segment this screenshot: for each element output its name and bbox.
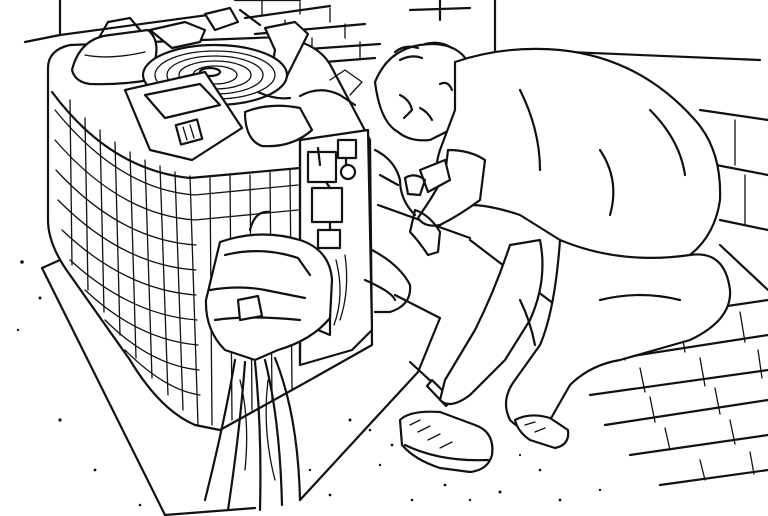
- ground-speckles: [16, 260, 602, 507]
- manifold-gauge-bag: [205, 212, 332, 510]
- tools-on-unit: [72, 8, 362, 160]
- concrete-pad: [42, 260, 440, 515]
- technician: [375, 43, 730, 472]
